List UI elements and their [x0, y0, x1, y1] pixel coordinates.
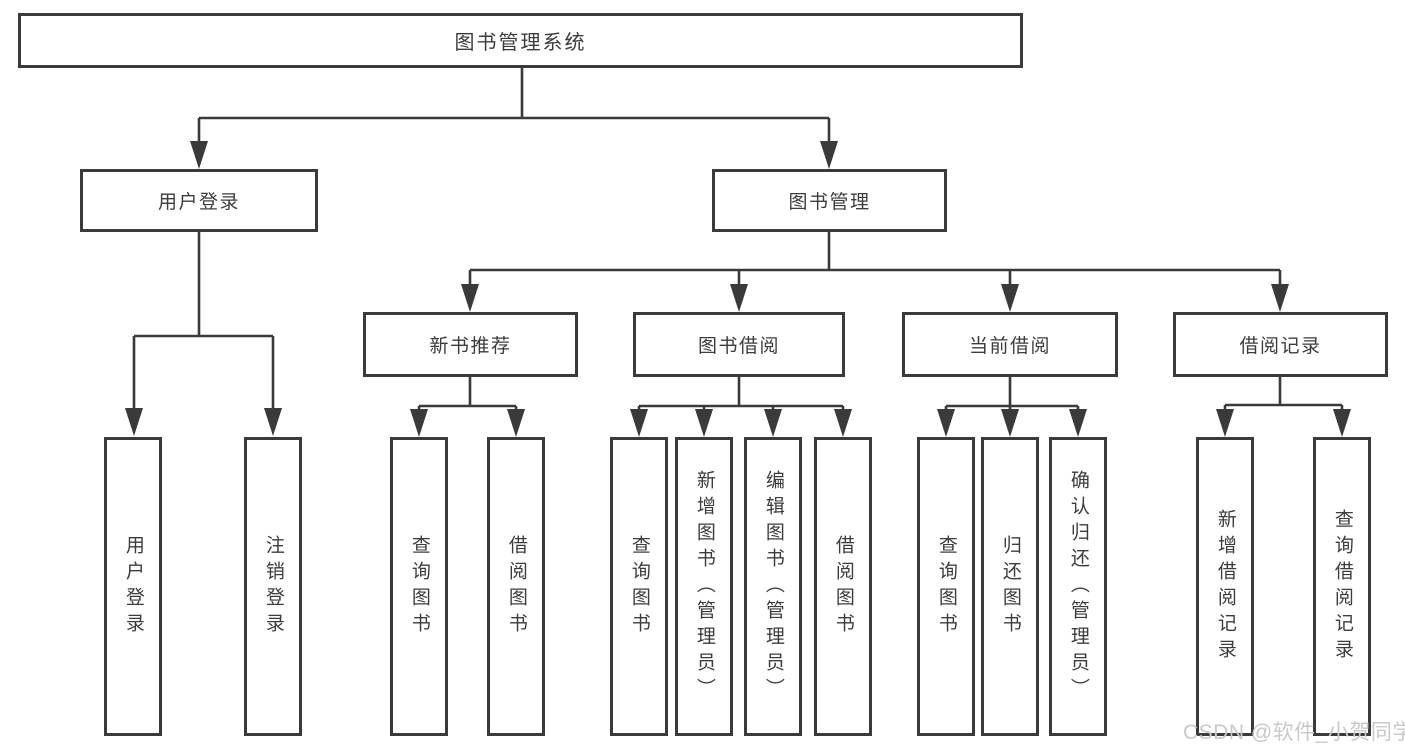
leaf-current-query-books: 查询图书 — [917, 437, 975, 736]
leaf-current-return-books-label: 归还图书 — [999, 534, 1021, 639]
leaf-current-query-books-label: 查询图书 — [935, 534, 957, 639]
leaf-borrow-query-books-label: 查询图书 — [628, 534, 650, 639]
node-root-library-system: 图书管理系统 — [18, 13, 1023, 68]
leaf-records-add-record-label: 新增借阅记录 — [1214, 508, 1236, 665]
leaf-user-login-label: 用户登录 — [122, 534, 144, 639]
connector-user-login-to-leaves — [125, 232, 282, 436]
leaf-records-query-record: 查询借阅记录 — [1313, 437, 1371, 736]
leaf-borrow-query-books: 查询图书 — [610, 437, 668, 736]
connector-new-book-to-leaves — [410, 377, 525, 437]
node-borrow-records: 借阅记录 — [1173, 312, 1388, 377]
leaf-current-confirm-return-admin: 确认归还（管理员） — [1049, 437, 1107, 736]
node-root-label: 图书管理系统 — [454, 32, 587, 54]
node-new-book-recommend: 新书推荐 — [363, 312, 578, 377]
node-book-borrowing-label: 图书借阅 — [697, 336, 780, 357]
leaf-newbook-query-books: 查询图书 — [390, 437, 448, 736]
leaf-logout: 注销登录 — [244, 437, 302, 736]
leaf-borrow-edit-books-admin: 编辑图书（管理员） — [744, 437, 802, 736]
connector-root-to-level2 — [190, 68, 838, 169]
node-current-borrowing-label: 当前借阅 — [968, 336, 1051, 357]
leaf-records-add-record: 新增借阅记录 — [1196, 437, 1254, 736]
connector-book-mgmt-to-modules — [461, 232, 1289, 312]
leaf-user-login: 用户登录 — [104, 437, 162, 736]
node-book-borrowing: 图书借阅 — [633, 312, 845, 377]
connector-records-to-leaves — [1216, 377, 1351, 437]
node-book-management: 图书管理 — [712, 169, 947, 232]
node-user-login-label: 用户登录 — [157, 192, 240, 213]
connector-borrow-to-leaves — [630, 377, 852, 437]
leaf-current-return-books: 归还图书 — [981, 437, 1039, 736]
node-book-management-label: 图书管理 — [788, 192, 871, 213]
csdn-watermark: CSDN @软件_小贺同学 — [1183, 721, 1405, 744]
connector-current-to-leaves — [937, 377, 1087, 437]
leaf-borrow-borrow-books-label: 借阅图书 — [832, 534, 854, 639]
node-current-borrowing: 当前借阅 — [902, 312, 1118, 377]
node-new-book-recommend-label: 新书推荐 — [429, 336, 512, 357]
leaf-borrow-add-books-admin: 新增图书（管理员） — [675, 437, 733, 736]
leaf-borrow-add-books-admin-label: 新增图书（管理员） — [693, 469, 715, 704]
leaf-borrow-borrow-books: 借阅图书 — [814, 437, 872, 736]
node-borrow-records-label: 借阅记录 — [1239, 336, 1322, 357]
leaf-logout-label: 注销登录 — [262, 534, 284, 639]
leaf-newbook-query-books-label: 查询图书 — [408, 534, 430, 639]
leaf-current-confirm-return-admin-label: 确认归还（管理员） — [1067, 469, 1089, 704]
leaf-newbook-borrow-books-label: 借阅图书 — [505, 534, 527, 639]
leaf-records-query-record-label: 查询借阅记录 — [1331, 508, 1353, 665]
leaf-newbook-borrow-books: 借阅图书 — [487, 437, 545, 736]
node-user-login: 用户登录 — [80, 169, 318, 232]
leaf-borrow-edit-books-admin-label: 编辑图书（管理员） — [762, 469, 784, 704]
